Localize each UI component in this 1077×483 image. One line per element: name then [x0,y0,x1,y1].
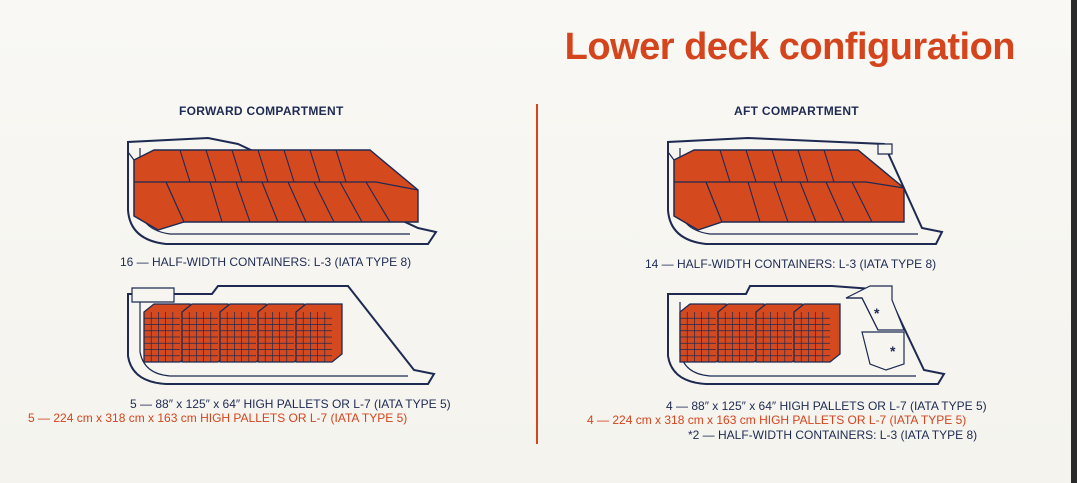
forward-containers-caption: 16 — HALF-WIDTH CONTAINERS: L-3 (IATA TY… [120,255,412,269]
forward-pallet-2 [181,303,229,363]
compartment-divider [536,104,538,444]
forward-pallets-diagram [127,285,436,385]
forward-pallet-4 [257,303,305,363]
aft-pallet-4 [793,303,841,363]
aft-marker-2: * [890,343,896,359]
aft-extra-caption: *2 — HALF-WIDTH CONTAINERS: L-3 (IATA TY… [688,428,978,442]
aft-pallets-caption-metric: 4 — 224 cm x 318 cm x 163 cm HIGH PALLET… [587,413,967,427]
forward-pallet-5 [295,303,343,363]
forward-pallets-caption-metric: 5 — 224 cm x 318 cm x 163 cm HIGH PALLET… [28,411,408,425]
page-edge [1071,0,1077,483]
aft-half-width-container-2 [861,331,905,371]
aft-pallets-caption-imperial: 4 — 88″ x 125″ x 64″ HIGH PALLETS OR L-7… [666,399,987,413]
aft-pallets-diagram: * * [667,285,946,385]
page-title: Lower deck configuration [564,26,1016,68]
aft-containers-diagram [667,136,944,245]
forward-containers-diagram [127,136,438,245]
aft-marker-1: * [874,305,880,321]
aft-pallet-1 [679,303,727,363]
aft-heading: AFT COMPARTMENT [734,104,859,118]
forward-pallets-caption-imperial: 5 — 88″ x 125″ x 64″ HIGH PALLETS OR L-7… [130,397,451,411]
aft-half-width-container-1 [845,285,905,331]
aft-pallet-3 [755,303,803,363]
aft-containers-caption: 14 — HALF-WIDTH CONTAINERS: L-3 (IATA TY… [645,257,937,271]
forward-heading: FORWARD COMPARTMENT [179,104,344,118]
